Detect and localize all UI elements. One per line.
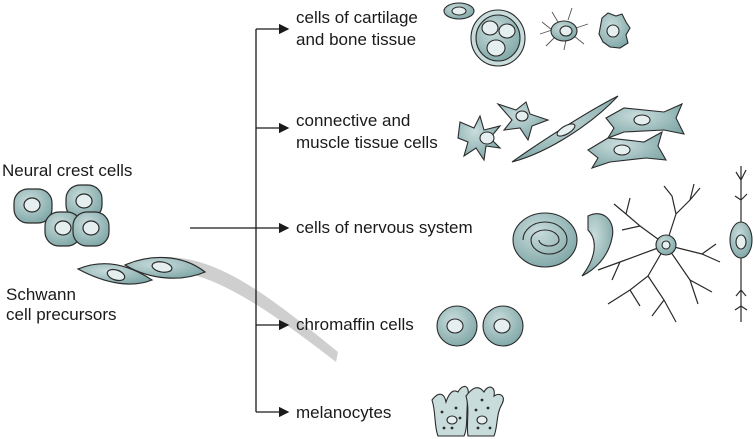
schwann-label-line2: cell precursors: [6, 305, 117, 324]
branch-label-connective-line2: muscle tissue cells: [296, 133, 438, 152]
branch-label-melanocytes: melanocytes: [296, 403, 392, 422]
branch-label-chromaffin: chromaffin cells: [296, 315, 414, 334]
schwann-label-line1: Schwann: [6, 285, 76, 304]
neural-crest-cells-icon: [13, 184, 110, 247]
chromaffin-cells-icon: [436, 305, 524, 347]
branch-label-cartilage-line1: cells of cartilage: [296, 8, 418, 27]
branch-label-cartilage-line2: and bone tissue: [296, 30, 417, 49]
schwann-precursor-cells-icon: [76, 256, 207, 285]
connective-muscle-cells-icon: [457, 95, 685, 169]
branch-label-nervous: cells of nervous system: [296, 218, 473, 237]
nervous-system-cells-icon: [512, 166, 753, 323]
neural-crest-label: Neural crest cells: [2, 161, 133, 180]
branch-label-connective-line1: connective and: [296, 111, 411, 130]
cartilage-bone-cells-icon: [443, 2, 631, 67]
melanocytes-icon: [431, 385, 504, 437]
branch-arrows: [256, 23, 290, 418]
